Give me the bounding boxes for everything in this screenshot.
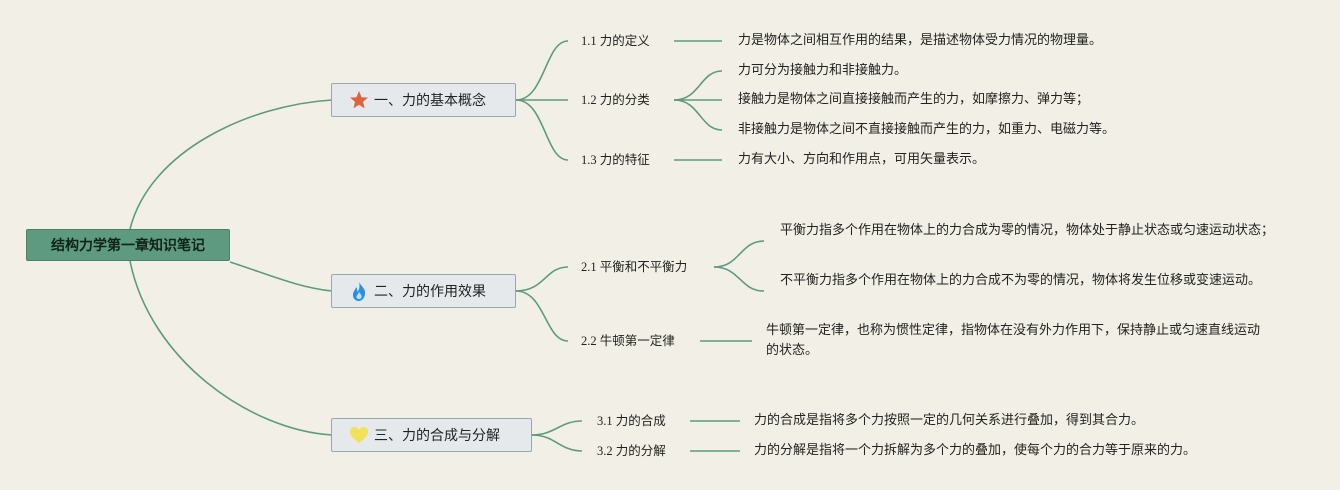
b1-to-s11-line xyxy=(515,40,569,101)
leaf-contact-force[interactable]: 接触力是物体之间直接接触而产生的力，如摩擦力、弹力等； xyxy=(738,92,1090,107)
leaf-newton-first-law[interactable]: 牛顿第一定律，也称为惯性定律，指物体在没有外力作用下，保持静止或匀速直线运动的状… xyxy=(766,323,1261,358)
sub-topic-newton-first-law[interactable]: 2.2 牛顿第一定律 xyxy=(581,334,675,348)
leaf-classification-overview[interactable]: 力可分为接触力和非接触力。 xyxy=(738,63,908,78)
leaf-decomposition[interactable]: 力的分解是指将一个力拆解为多个力的叠加，使每个力的合力等于原来的力。 xyxy=(754,443,1197,458)
s12-to-leaf3-line xyxy=(673,99,723,131)
sub-topic-classification[interactable]: 1.2 力的分类 xyxy=(581,93,650,107)
flame-icon xyxy=(348,280,370,302)
sub-topic-balanced-forces[interactable]: 2.1 平衡和不平衡力 xyxy=(581,260,688,274)
sub-topic-characteristics[interactable]: 1.3 力的特征 xyxy=(581,153,650,167)
leaf-non-contact-force[interactable]: 非接触力是物体之间不直接接触而产生的力，如重力、电磁力等。 xyxy=(738,122,1116,137)
b1-to-s13-line xyxy=(515,99,569,161)
branch-label: 一、力的基本概念 xyxy=(374,93,486,109)
root-to-branch-3-line xyxy=(129,260,333,436)
branch-label: 二、力的作用效果 xyxy=(374,284,486,300)
root-to-branch-1-line xyxy=(129,99,333,230)
s12-to-leaf1-line xyxy=(673,70,723,101)
branch-topic-force-effects[interactable]: 二、力的作用效果 xyxy=(331,274,516,308)
root-to-branch-2-line xyxy=(229,261,333,292)
branch-topic-basic-concepts[interactable]: 一、力的基本概念 xyxy=(331,83,516,117)
s21-to-leaf1-line xyxy=(713,240,765,268)
branch-topic-composition-decomposition[interactable]: 三、力的合成与分解 xyxy=(331,418,532,452)
leaf-characteristics[interactable]: 力有大小、方向和作用点，可用矢量表示。 xyxy=(738,152,986,167)
root-topic[interactable]: 结构力学第一章知识笔记 xyxy=(26,229,230,261)
sub-topic-decomposition[interactable]: 3.2 力的分解 xyxy=(597,444,666,458)
b3-to-s32-line xyxy=(531,434,583,452)
s21-to-leaf2-line xyxy=(713,266,765,292)
leaf-unbalanced-force[interactable]: 不平衡力指多个作用在物体上的力合成不为零的情况，物体将发生位移或变速运动。 xyxy=(780,273,1262,288)
branch-label: 三、力的合成与分解 xyxy=(374,428,500,444)
b2-to-s22-line xyxy=(515,290,569,342)
b2-to-s21-line xyxy=(515,266,569,292)
leaf-balanced-force[interactable]: 平衡力指多个作用在物体上的力合成为零的情况，物体处于静止状态或匀速运动状态； xyxy=(780,223,1275,238)
leaf-composition[interactable]: 力的合成是指将多个力按照一定的几何关系进行叠加，得到其合力。 xyxy=(754,413,1145,428)
b3-to-s31-line xyxy=(531,420,583,436)
star-icon xyxy=(348,89,370,111)
sub-topic-composition[interactable]: 3.1 力的合成 xyxy=(597,414,666,428)
heart-icon xyxy=(348,424,370,446)
sub-topic-definition[interactable]: 1.1 力的定义 xyxy=(581,34,650,48)
leaf-definition[interactable]: 力是物体之间相互作用的结果，是描述物体受力情况的物理量。 xyxy=(738,33,1103,48)
